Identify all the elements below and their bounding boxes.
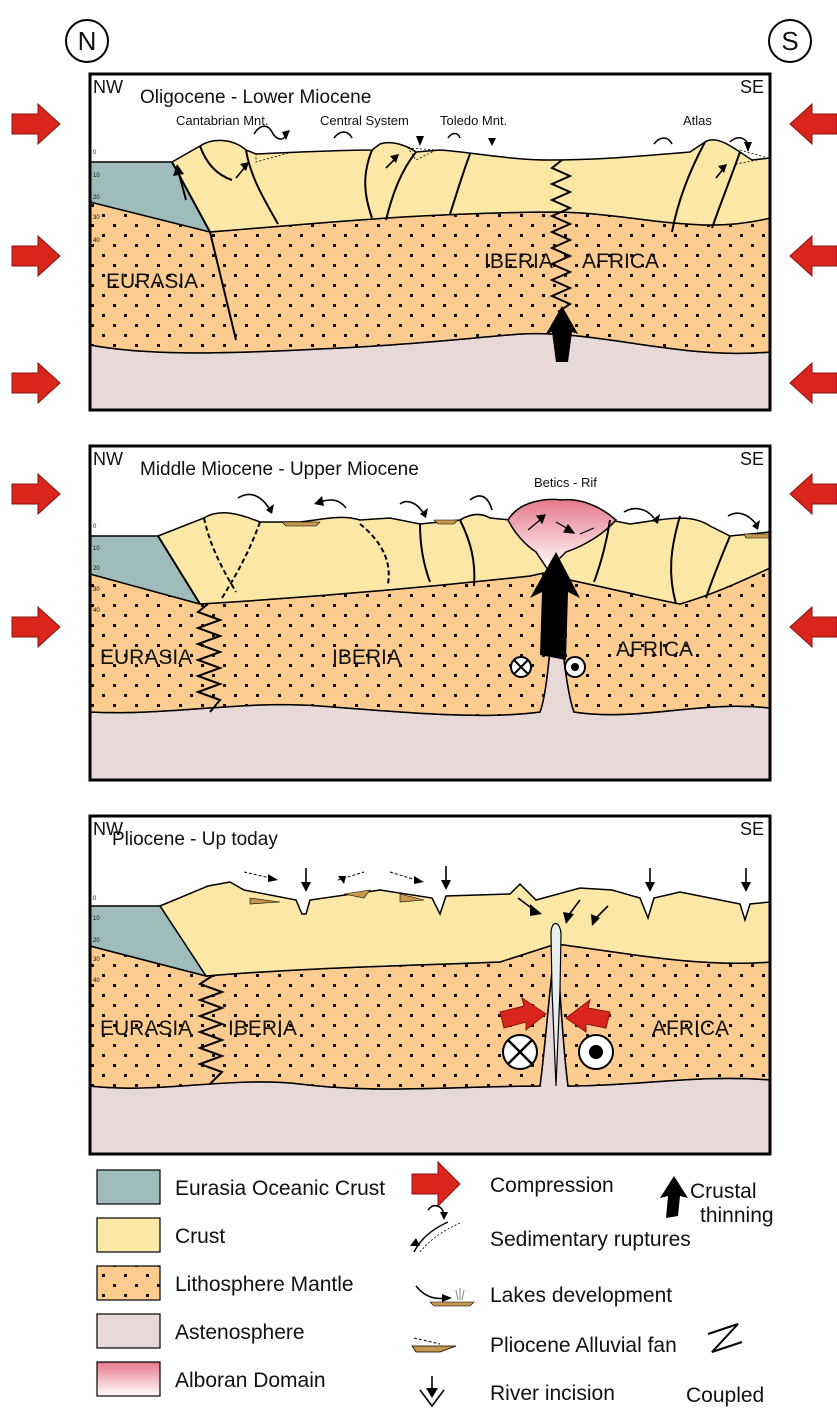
label-text: N bbox=[78, 26, 97, 56]
nw-label: NW bbox=[93, 77, 123, 97]
se-label: SE bbox=[740, 77, 764, 97]
iberia-label: IBERIA bbox=[228, 1017, 297, 1040]
legend-ruptures: Sedimentary ruptures bbox=[490, 1228, 691, 1251]
legend-compression: Compression bbox=[490, 1174, 614, 1197]
eurasia-label: EURASIA bbox=[100, 646, 192, 669]
label-text: 10 bbox=[93, 916, 100, 922]
legend-crust: Crust bbox=[175, 1225, 225, 1248]
label-text: 40 bbox=[93, 978, 100, 984]
iberia-label: IBERIA bbox=[484, 250, 553, 273]
label-text: S bbox=[781, 26, 798, 56]
sedimentary-ruptures-icon bbox=[410, 1206, 462, 1252]
legend-oceanic: Eurasia Oceanic Crust bbox=[175, 1177, 385, 1200]
label-text: 30 bbox=[93, 215, 100, 221]
label-text: 30 bbox=[93, 957, 100, 963]
crust-swatch bbox=[97, 1218, 160, 1252]
panel-title: Middle Miocene - Upper Miocene bbox=[140, 459, 419, 480]
legend-incision: River incision bbox=[490, 1382, 615, 1405]
south-compass: S bbox=[769, 20, 811, 62]
panel-pliocene: 0 10 20 30 40 NW SE Pliocene - Up today … bbox=[90, 816, 770, 1154]
eurasia-label: EURASIA bbox=[100, 1017, 192, 1040]
panel-title: Pliocene - Up today bbox=[112, 829, 278, 850]
out-of-page-symbol bbox=[579, 1035, 613, 1069]
coupled-icon bbox=[708, 1324, 742, 1352]
legend-thinning-line2: thinning bbox=[700, 1204, 774, 1227]
label-text: 20 bbox=[93, 195, 100, 201]
eurasia-label: EURASIA bbox=[106, 270, 198, 293]
crustal-thinning-icon bbox=[660, 1176, 688, 1218]
lakes-icon bbox=[416, 1286, 474, 1306]
legend: Eurasia Oceanic Crust Crust Lithosphere … bbox=[97, 1162, 774, 1407]
africa-label: AFRICA bbox=[616, 638, 693, 661]
toledo-label: Toledo Mnt. bbox=[440, 113, 507, 128]
africa-label: AFRICA bbox=[582, 250, 659, 273]
atlas-label: Atlas bbox=[683, 113, 712, 128]
betics-rif-label: Betics - Rif bbox=[534, 475, 597, 490]
iberia-label: IBERIA bbox=[332, 646, 401, 669]
africa-label: AFRICA bbox=[652, 1017, 729, 1040]
legend-astheno: Astenosphere bbox=[175, 1321, 305, 1344]
into-page-symbol bbox=[511, 657, 531, 677]
panel-middle-miocene: 0 10 20 30 40 NW SE Middle Miocene - Upp… bbox=[90, 446, 770, 780]
label-text: 10 bbox=[93, 173, 100, 179]
compression-icon bbox=[412, 1162, 460, 1206]
legend-alboran: Alboran Domain bbox=[175, 1369, 326, 1392]
se-label: SE bbox=[740, 819, 764, 839]
legend-lakes: Lakes development bbox=[490, 1284, 672, 1307]
label-text: 40 bbox=[93, 608, 100, 614]
north-compass: N bbox=[66, 20, 108, 62]
label-text: 10 bbox=[93, 546, 100, 552]
legend-coupled: Coupled bbox=[686, 1384, 764, 1407]
legend-thinning-line1: Crustal bbox=[690, 1180, 757, 1203]
oceanic-swatch bbox=[97, 1170, 160, 1204]
alluvial-fan-icon bbox=[412, 1338, 456, 1352]
label-text: 20 bbox=[93, 938, 100, 944]
label-text: 20 bbox=[93, 566, 100, 572]
label-text: 30 bbox=[93, 587, 100, 593]
se-label: SE bbox=[740, 449, 764, 469]
alboran-swatch bbox=[97, 1362, 160, 1396]
nw-label: NW bbox=[93, 449, 123, 469]
river-incision-icon bbox=[420, 1376, 444, 1406]
into-page-symbol bbox=[503, 1035, 537, 1069]
cantabrian-label: Cantabrian Mnt. bbox=[176, 113, 269, 128]
label-text: 40 bbox=[93, 238, 100, 244]
out-of-page-symbol bbox=[565, 657, 585, 677]
panel-title: Oligocene - Lower Miocene bbox=[140, 87, 371, 108]
central-system-label: Central System bbox=[320, 113, 409, 128]
legend-mantle: Lithosphere Mantle bbox=[175, 1273, 354, 1296]
panel-oligocene: 0 10 20 30 40 NW SE Oligocene - Lower Mi… bbox=[90, 74, 770, 410]
astheno-swatch bbox=[97, 1314, 160, 1348]
legend-fan: Pliocene Alluvial fan bbox=[490, 1334, 677, 1357]
